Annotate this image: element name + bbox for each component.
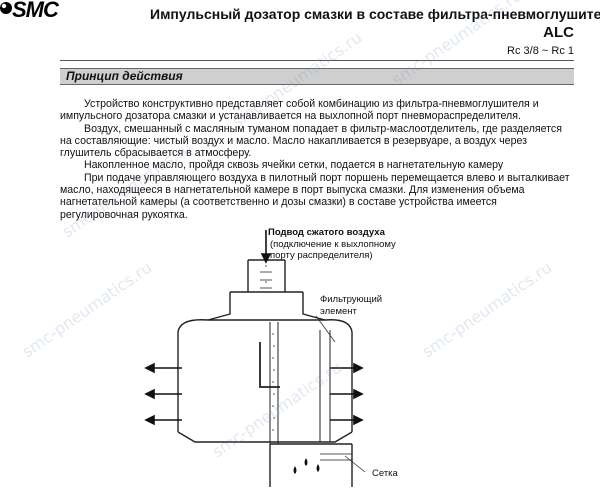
header-divider [60, 60, 574, 61]
section-title: Принцип действия [66, 69, 183, 83]
device-diagram: Подвод сжатого воздуха (подключение к вы… [120, 222, 540, 487]
port-range: Rc 3/8 ~ Rc 1 [507, 45, 574, 57]
paragraph: Накопленное масло, пройдя сквозь ячейки … [84, 159, 504, 172]
paragraph: Воздух, смешанный с масляным туманом поп… [60, 122, 562, 160]
model-code: ALC [543, 24, 574, 41]
filter-element-label: Фильтрующий [320, 294, 383, 305]
body-text: Устройство конструктивно представляет со… [60, 98, 570, 221]
air-supply-note: (подключение к выхлопному [270, 239, 396, 250]
filter-element-label: элемент [320, 306, 357, 317]
paragraph: Устройство конструктивно представляет со… [60, 98, 539, 123]
logo-text: SMC [12, 0, 59, 22]
section-header: Принцип действия [60, 68, 574, 85]
smc-logo: SMC [0, 0, 59, 22]
device-drawing [144, 230, 366, 487]
air-supply-note: порту распределителя) [270, 250, 373, 261]
smc-logo-icon [0, 2, 12, 14]
air-supply-title: Подвод сжатого воздуха [268, 227, 385, 238]
mesh-label: Сетка [372, 468, 398, 479]
document-title: Импульсный дозатор смазки в составе филь… [150, 6, 600, 22]
paragraph: При подаче управляющего воздуха в пилотн… [60, 171, 570, 221]
